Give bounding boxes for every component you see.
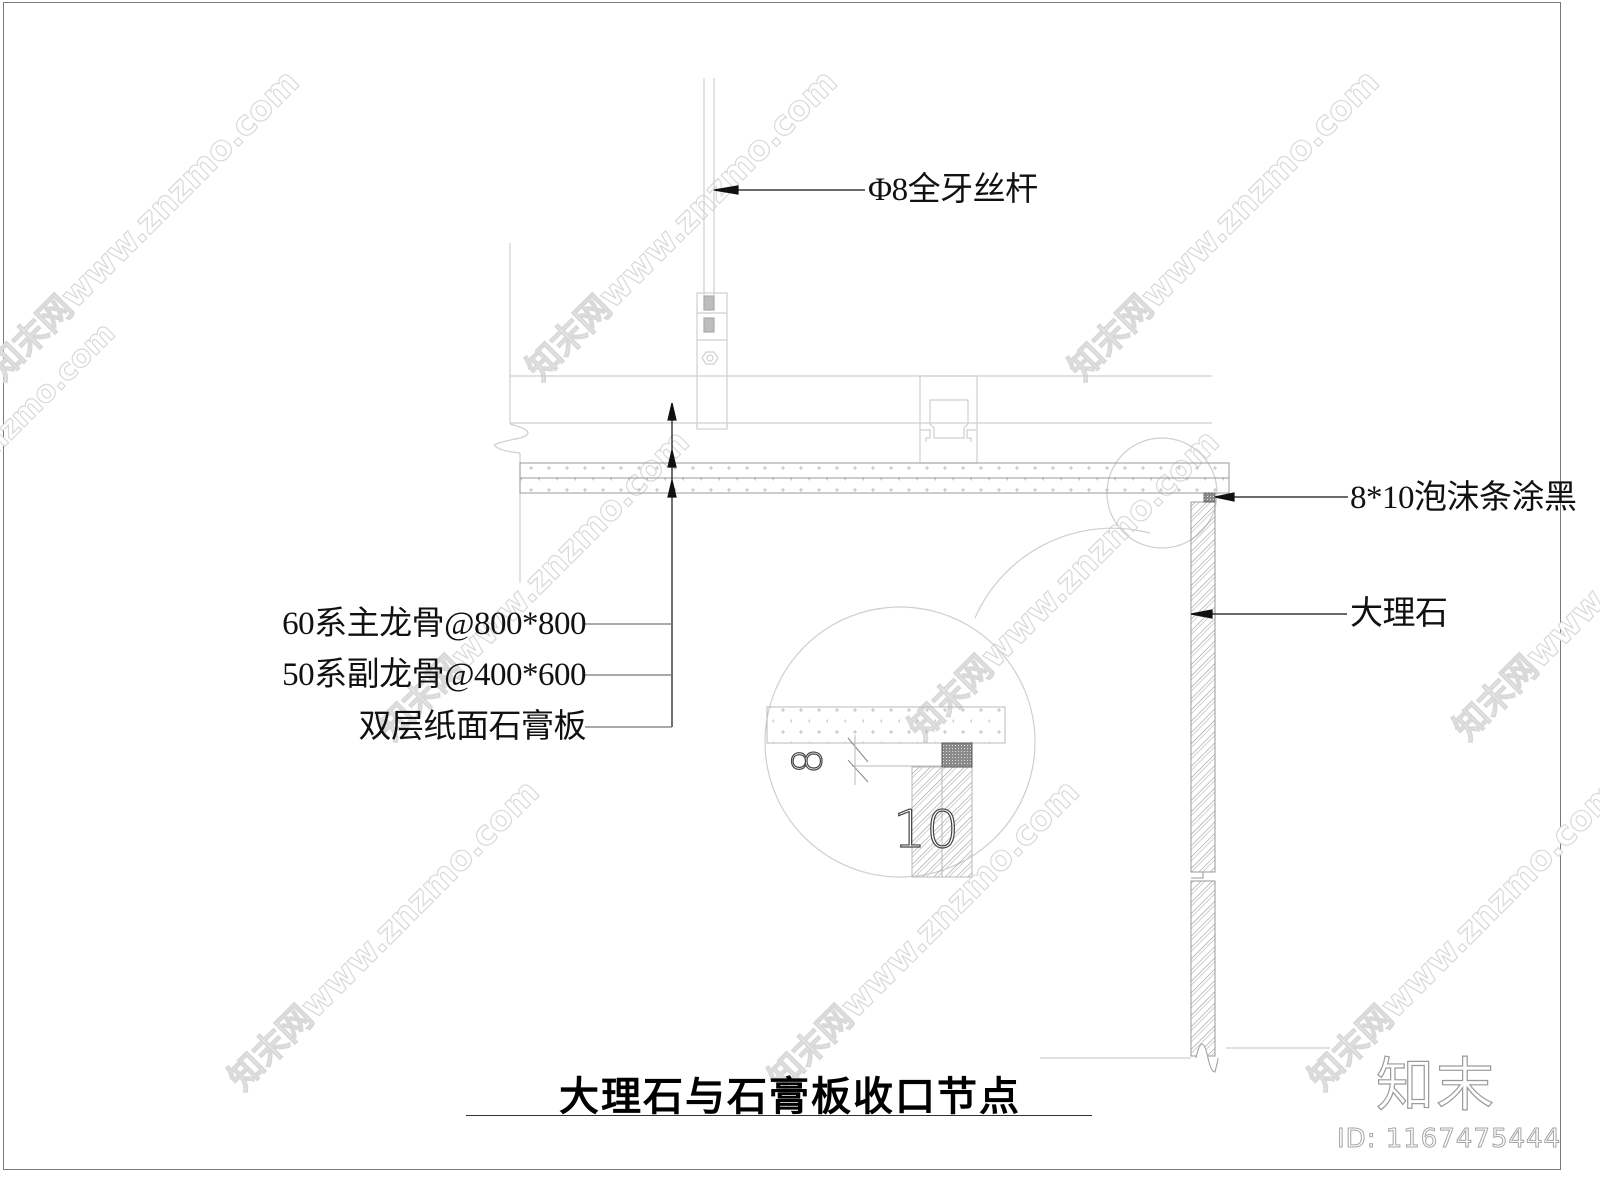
dimension-8: 8 — [785, 748, 832, 775]
leader-arc — [974, 527, 1151, 619]
label-gypsum-board: 双层纸面石膏板 — [358, 709, 587, 745]
label-foam-strip: 8*10泡沫条涂黑 — [1350, 480, 1577, 516]
sub-keel-profile — [919, 375, 978, 464]
label-threaded-rod: Φ8全牙丝杆 — [868, 172, 1038, 208]
foam-strip — [1203, 492, 1216, 503]
threaded-rod — [703, 78, 715, 295]
label-marble: 大理石 — [1350, 596, 1448, 632]
hanger-bracket — [696, 292, 728, 430]
title-underline — [466, 1115, 1092, 1116]
dimension-10: 10 — [892, 799, 960, 860]
label-sub-keel: 50系副龙骨@400*600 — [282, 657, 586, 693]
drawing-title: 大理石与石膏板收口节点 — [559, 1074, 1021, 1120]
label-main-keel: 60系主龙骨@800*800 — [282, 606, 586, 642]
brand-logo: 知末 — [1375, 1050, 1497, 1119]
double-gypsum-board — [519, 462, 1230, 494]
enlarged-detail — [766, 706, 1006, 878]
marble-panel — [1190, 501, 1219, 1073]
asset-id: ID: 1167475444 — [1336, 1124, 1562, 1155]
drawing-frame — [3, 2, 1561, 1170]
detail-circle — [764, 606, 1036, 878]
